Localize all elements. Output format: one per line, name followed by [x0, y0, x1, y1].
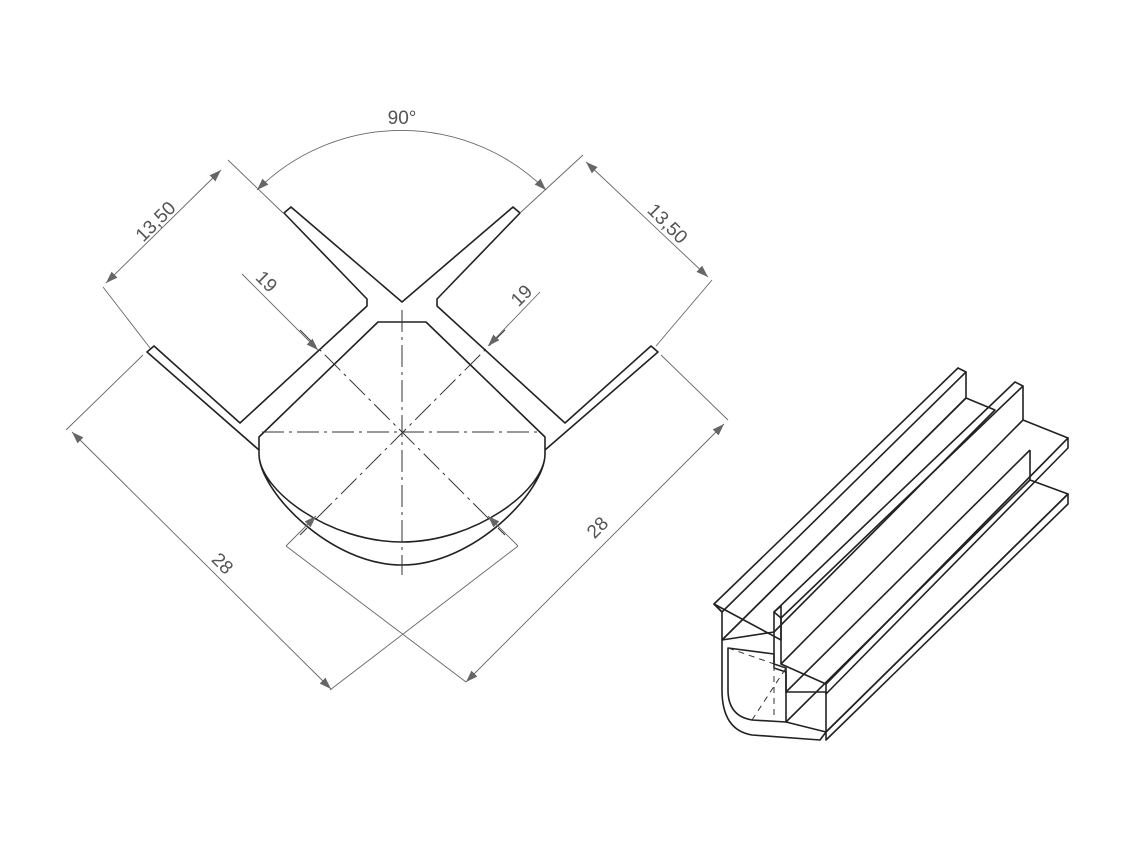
- profile-fin-left: [713, 367, 967, 613]
- outer-left-dimension-line: [71, 431, 332, 690]
- flange-left-label: 13,50: [132, 198, 180, 246]
- inner-right-dimension-line: [487, 291, 541, 347]
- angle-dimension-label: 90°: [388, 108, 417, 129]
- center-line-diagonal-b: [299, 329, 506, 536]
- outer-left-extension-2: [329, 545, 519, 691]
- flange-right-label: 13,50: [643, 200, 691, 248]
- section-view: 90° 13,50 13,50 19 19 28 28: [65, 108, 729, 691]
- flange-right-extension-2: [655, 279, 713, 347]
- isometric-view: [713, 367, 1069, 741]
- inner-left-label: 19: [251, 267, 281, 297]
- flange-left-dimension-line: [105, 169, 222, 284]
- flange-left-extension-2: [102, 286, 151, 349]
- profile-hidden-line-2: [751, 667, 787, 721]
- flange-left-extension-1: [227, 159, 284, 214]
- profile-flange-upper-edge: [825, 437, 1069, 695]
- profile-front-cavity: [727, 647, 787, 723]
- outer-right-label: 28: [583, 513, 613, 543]
- profile-step-line-1: [785, 449, 1031, 693]
- inner-right-label: 19: [507, 281, 537, 311]
- profile-fin-middle: [773, 381, 1024, 619]
- profile-flange-lower-edge: [825, 493, 1069, 741]
- profile-shelf-top: [721, 397, 996, 641]
- outer-right-dimension-line: [465, 423, 725, 683]
- angle-dimension-arc: [256, 130, 547, 191]
- outer-right-extension-2: [285, 545, 467, 683]
- flange-right-extension-1: [519, 154, 584, 214]
- flange-right-dimension-line: [585, 161, 709, 278]
- inner-left-dimension-line: [241, 273, 319, 351]
- outer-left-extension-1: [65, 354, 144, 431]
- profile-front-face: [713, 603, 827, 741]
- outer-left-label: 28: [207, 549, 237, 579]
- outer-right-extension-1: [660, 354, 729, 421]
